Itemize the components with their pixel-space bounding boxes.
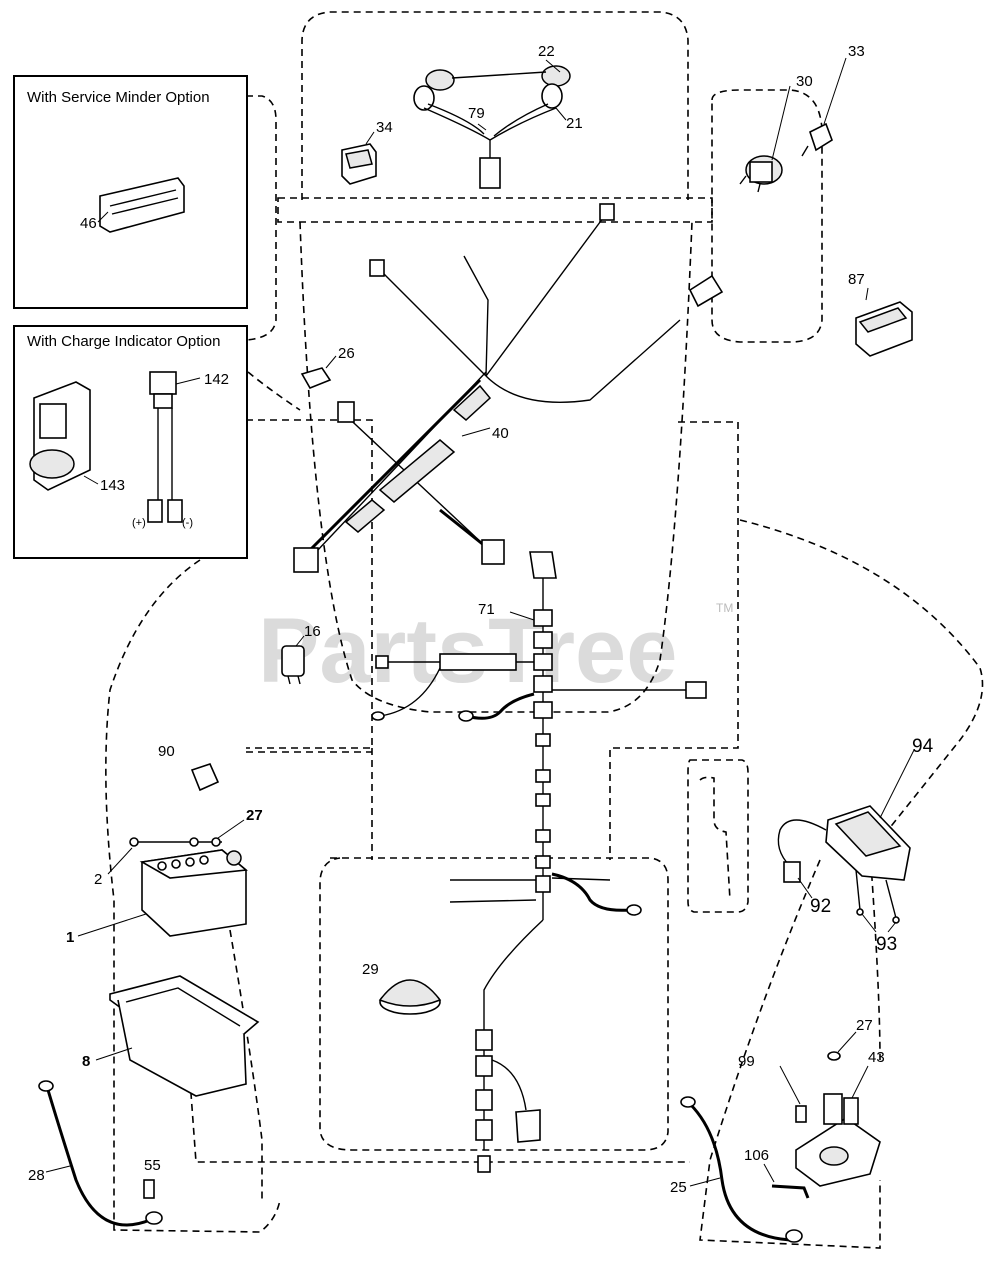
callout-30: 30: [796, 73, 813, 90]
rear-deck-outline: [319, 857, 669, 1151]
left-connector-outline: [247, 371, 301, 411]
solenoid-43: [795, 1051, 881, 1187]
rear-bottom-outline: [189, 1079, 690, 1163]
callout-40: 40: [492, 425, 509, 442]
bolt-55: [143, 1179, 155, 1199]
shift-gate-slot: [699, 776, 731, 901]
callout-55: 55: [144, 1157, 161, 1174]
terminal-plus: (+): [132, 517, 146, 529]
seat-switch-94: [777, 805, 911, 924]
headlight-harness: [413, 65, 571, 189]
callout-142: 142: [204, 371, 229, 388]
battery-cable-25: [680, 1096, 803, 1243]
callout-21: 21: [566, 115, 583, 132]
callout-94: 94: [912, 736, 934, 757]
main-harness-40: [293, 203, 724, 573]
switch-34: [341, 143, 377, 185]
hood-outline: [301, 11, 689, 200]
body-outline: [299, 221, 693, 713]
callout-93: 93: [876, 934, 897, 955]
callout-34: 34: [376, 119, 393, 136]
callout-46: 46: [80, 215, 97, 232]
callout-33: 33: [848, 43, 865, 60]
right-arc-outline: [739, 519, 984, 841]
callout-90: 90: [158, 743, 175, 760]
callout-29: 29: [362, 961, 379, 978]
tractor-outlines: [105, 11, 984, 1249]
ignition-key-33: [801, 122, 833, 157]
battery-1: [139, 849, 248, 937]
callout-92: 92: [810, 896, 831, 917]
callout-71: 71: [478, 601, 495, 618]
right-seat-outline: [609, 421, 739, 860]
callout-87: 87: [848, 271, 865, 288]
callout-28: 28: [28, 1167, 45, 1184]
ignition-switch-30: [739, 155, 783, 193]
callout-25: 25: [670, 1179, 687, 1196]
callout-79: 79: [468, 105, 485, 122]
left-lower-outline: [229, 929, 263, 1200]
callout-27-solenoid: 27: [856, 1017, 873, 1034]
service-minder-title: With Service Minder Option: [27, 89, 210, 106]
callout-2: 2: [94, 871, 102, 888]
connector-26: [300, 367, 332, 390]
charge-indicator-gauge: [29, 381, 91, 491]
right-lower-inner-outline: [869, 849, 881, 1061]
callout-143: 143: [100, 477, 125, 494]
plug-29: [378, 979, 442, 1015]
charge-indicator-title: With Charge Indicator Option: [27, 333, 220, 350]
callout-106: 106: [744, 1147, 769, 1164]
left-seat-outline: [246, 419, 373, 749]
charge-indicator-box: With Charge Indicator Option 142 143 (+)…: [13, 325, 248, 559]
left-arc-outline: [105, 559, 281, 1233]
battery-bolts: [129, 837, 222, 847]
service-minder-box: With Service Minder Option 46: [13, 75, 248, 309]
watermark-tm: TM: [716, 601, 733, 615]
battery-cable-28: [38, 1080, 163, 1227]
callout-27-battery: 27: [246, 807, 263, 824]
relay-87: [855, 301, 913, 357]
callout-16: 16: [304, 623, 321, 640]
component-90: [190, 763, 220, 792]
terminal-minus: (-): [182, 517, 193, 529]
rear-harness-71: [371, 551, 707, 1173]
callout-1: 1: [66, 929, 74, 946]
service-minder-link-outline: [245, 95, 277, 341]
dash-bar-outline: [277, 197, 713, 223]
callout-8: 8: [82, 1053, 90, 1070]
watermark: PartsTree: [258, 600, 677, 702]
callout-22: 22: [538, 43, 555, 60]
service-minder-module: [99, 177, 185, 233]
shift-gate-outline: [687, 759, 749, 913]
battery-tray-8: [109, 975, 260, 1097]
right-inset-outline: [711, 89, 823, 343]
fuse-holder-16: [281, 645, 305, 685]
callout-26: 26: [338, 345, 355, 362]
right-lower-outline: [699, 859, 881, 1249]
cable-clip-106: [771, 1184, 810, 1199]
charge-indicator-harness: [147, 371, 183, 523]
callout-99: 99: [738, 1053, 755, 1070]
callout-43: 43: [868, 1049, 885, 1066]
